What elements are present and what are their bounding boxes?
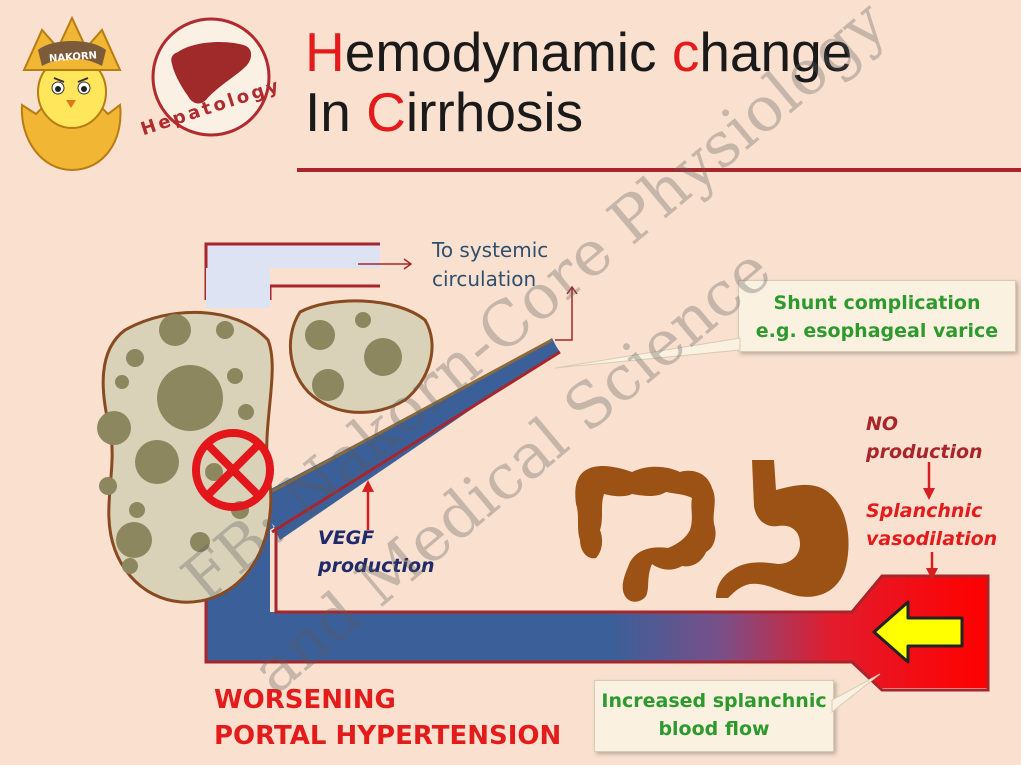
title-part: irrhosis <box>405 81 584 143</box>
systemic-arrow-icon <box>358 258 413 270</box>
title-part: In <box>305 81 367 143</box>
liver-lobe-small <box>288 299 434 414</box>
vegf-label: VEGF production <box>318 527 435 577</box>
hepatic-vein-to-systemic <box>204 242 380 308</box>
splanchnic-vasodilation-label: Splanchnic vasodilation <box>866 500 998 550</box>
title-underline <box>297 168 1021 172</box>
varice-arrow-icon <box>555 285 578 341</box>
vasodilation-arrow-icon <box>926 552 938 580</box>
page-title: Hemodynamic change In Cirrhosis <box>305 22 852 142</box>
title-part: C <box>366 81 406 143</box>
liver-lobe-large <box>97 310 274 604</box>
flow-direction-arrow-icon <box>872 600 964 664</box>
chick-logo: NAKORN <box>12 10 130 172</box>
title-part: c <box>671 21 700 83</box>
no-production-label: NO production <box>866 413 983 463</box>
title-part: hange <box>699 21 853 83</box>
title-part: emodynamic <box>344 21 672 83</box>
title-part: H <box>305 21 345 83</box>
increased-flow-callout: Increased splanchnic blood flow <box>594 680 834 752</box>
stomach-icon <box>716 460 849 598</box>
no-arrow-icon <box>923 462 935 500</box>
to-systemic-label: To systemic circulation <box>432 238 549 291</box>
portal-vein <box>204 338 990 692</box>
intestine-icon <box>575 466 716 602</box>
title-line-1: Hemodynamic change <box>305 22 852 82</box>
vegf-arrow-icon <box>362 480 374 530</box>
title-line-2: In Cirrhosis <box>305 82 852 142</box>
worsening-label: WORSENING PORTAL HYPERTENSION <box>214 685 562 751</box>
hepatology-logo: Hepatology <box>138 14 284 140</box>
shunt-callout: Shunt complication e.g. esophageal varic… <box>738 280 1016 352</box>
blocked-flow-icon <box>192 429 274 511</box>
